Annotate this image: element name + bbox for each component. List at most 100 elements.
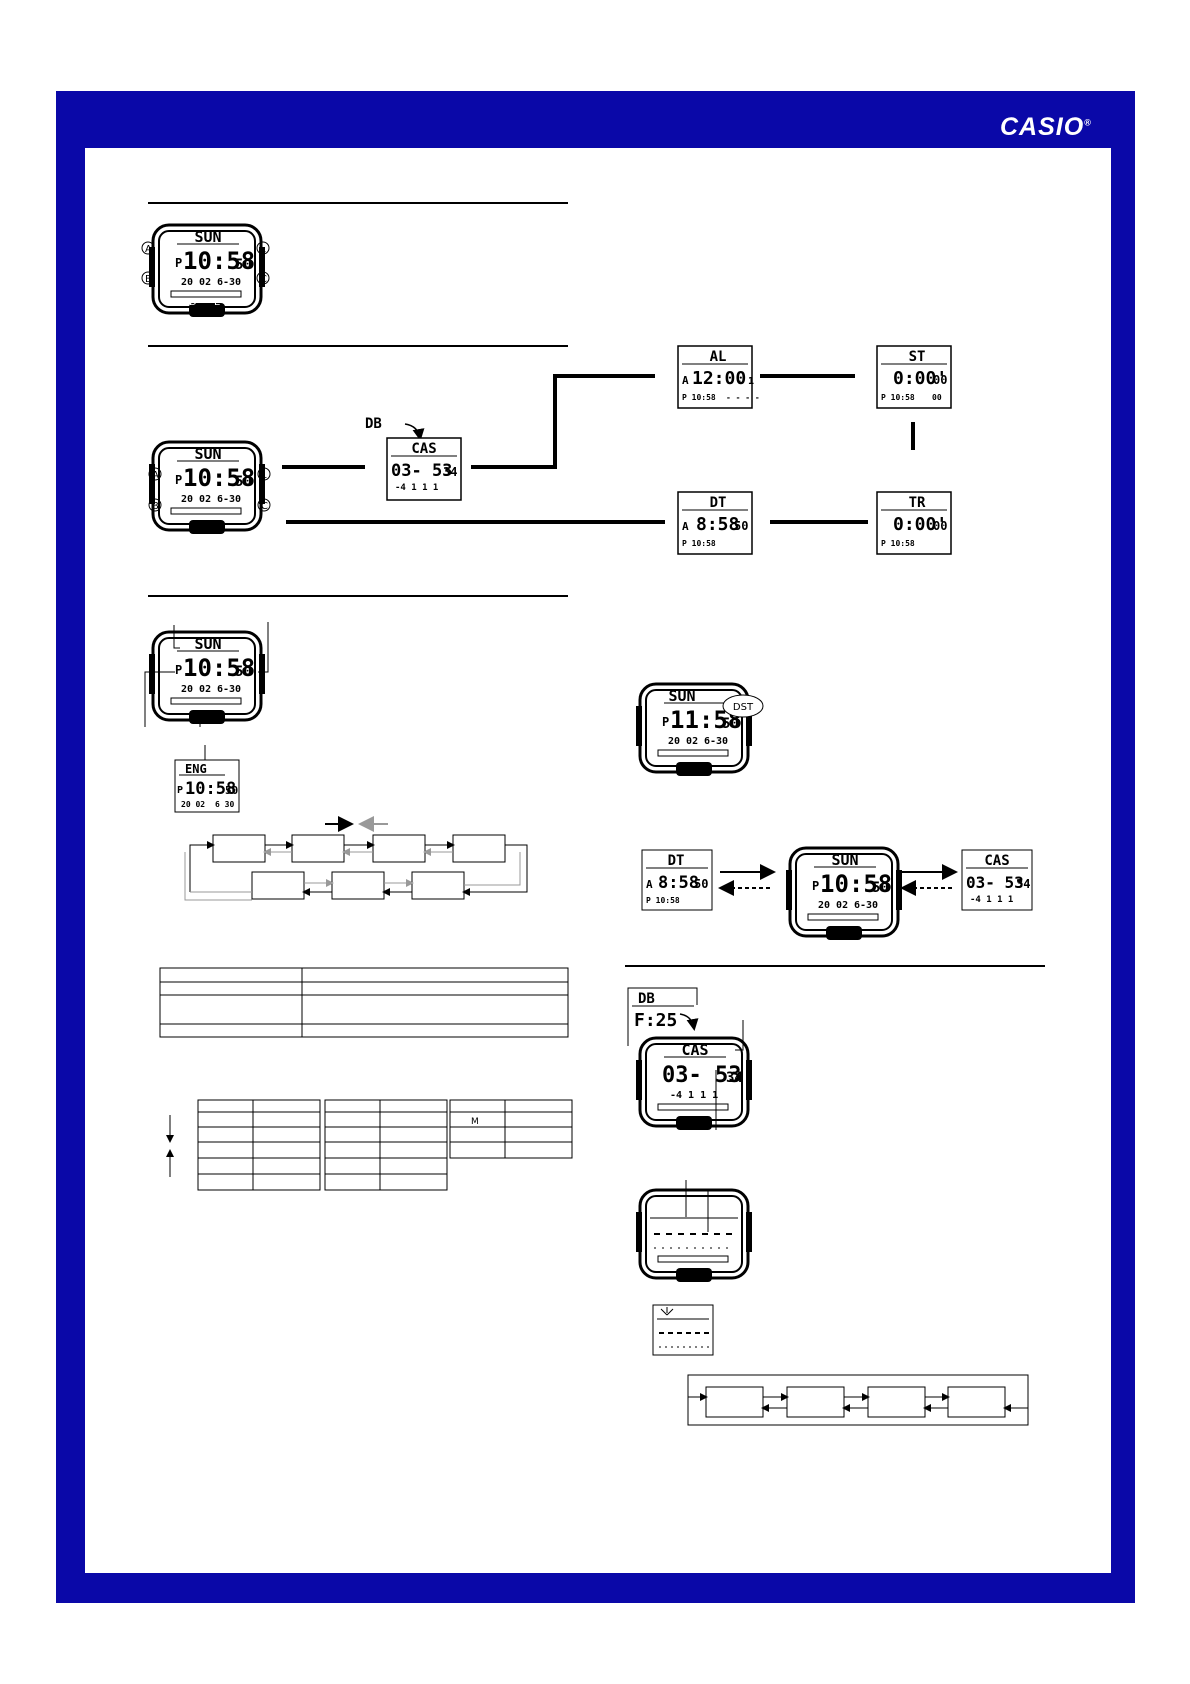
button-b-label: B: [145, 274, 152, 285]
watch-blank-display: [634, 1188, 754, 1284]
svg-text:-4 1 1 1: -4 1 1 1: [395, 483, 438, 493]
svg-text:34: 34: [726, 1070, 743, 1086]
button-a-label: A: [145, 244, 152, 255]
svg-text:P 10:58: P 10:58: [682, 539, 716, 548]
svg-text:SUN: SUN: [194, 445, 221, 463]
svg-text:B: B: [152, 501, 159, 512]
svg-text:DT: DT: [668, 853, 685, 869]
section-rule-2: [148, 345, 568, 347]
svg-text:03- 53: 03- 53: [966, 873, 1024, 892]
casio-logo: CASIO®: [1000, 113, 1092, 141]
button-labels-s2: A B L C: [148, 467, 271, 512]
section-rule-1: [148, 202, 568, 204]
svg-text:P 10:58: P 10:58: [682, 393, 716, 402]
section-rule-4: [625, 965, 1045, 967]
svg-text:50: 50: [225, 784, 238, 797]
data-bank-label: DB: [365, 416, 382, 432]
watch-day: SUN: [194, 228, 221, 246]
svg-text:C: C: [261, 501, 268, 512]
setting-sequence-flow: [184, 816, 528, 901]
svg-text:A: A: [152, 470, 159, 481]
svg-text:10:58: 10:58: [183, 654, 255, 682]
svg-text:DB: DB: [638, 991, 655, 1007]
svg-text:P: P: [812, 879, 819, 893]
svg-text:P 10:58: P 10:58: [881, 539, 915, 548]
callout-lines-blank: [685, 1180, 709, 1232]
svg-text:20 02: 20 02: [818, 900, 848, 911]
svg-text:DT: DT: [710, 495, 727, 511]
svg-text:SUN: SUN: [831, 851, 858, 869]
dst-badge-text: DST: [733, 702, 754, 713]
svg-text:P: P: [177, 785, 183, 796]
city-code-tables: [166, 1099, 573, 1191]
dashed-arrows: [718, 864, 958, 896]
button-l-label: L: [260, 244, 266, 255]
svg-text:20 02: 20 02: [181, 684, 211, 695]
svg-text:50: 50: [734, 519, 748, 533]
callout-lines-s3: [144, 622, 269, 727]
watch-section4-cas: CAS 03- 53 34 -4 1 1 1: [634, 1036, 754, 1132]
svg-text:6-30: 6-30: [217, 494, 241, 505]
svg-text:00: 00: [932, 393, 942, 402]
svg-text:ENG: ENG: [185, 762, 207, 776]
svg-text:8:58: 8:58: [658, 873, 699, 893]
svg-text:P: P: [175, 473, 182, 487]
svg-text:SUN: SUN: [668, 687, 695, 705]
svg-text:6-30: 6-30: [704, 736, 728, 747]
svg-text:-4 1 1 1: -4 1 1 1: [670, 1090, 718, 1101]
mode-connectors: [282, 374, 915, 524]
svg-text:50: 50: [235, 474, 252, 490]
watch-dst: SUN P 11:58 50 20 02 6-30: [634, 682, 754, 778]
db-popup: DB F:25: [627, 987, 699, 1046]
svg-text:SUN: SUN: [194, 635, 221, 653]
section-rule-3: [148, 595, 568, 597]
watch-section2-main: SUN P 10:58 50 20 02 6-30: [147, 440, 267, 536]
watch-ampm: P: [175, 256, 182, 270]
svg-text:00: 00: [933, 519, 947, 533]
timer-screen: TR 0:00' 00 P 10:58: [876, 491, 952, 555]
stopwatch-screen: ST 0:00' 00 P 10:58 00: [876, 345, 952, 409]
svg-text:34: 34: [443, 465, 457, 479]
callout-lines-s4: [715, 1020, 744, 1130]
alarm-screen: AL A 12:00 - 1 P 10:58 - - - -: [677, 345, 760, 409]
svg-text:00: 00: [933, 373, 947, 387]
watch-seconds: 50: [235, 257, 252, 273]
table-marker: M: [471, 1117, 479, 1127]
cas-small-screen: CAS 03- 53 34 -4 1 1 1: [961, 849, 1033, 911]
svg-text:6 30: 6 30: [215, 800, 234, 809]
svg-text:0:00': 0:00': [893, 368, 947, 389]
svg-text:CAS: CAS: [681, 1041, 708, 1059]
svg-text:0:00': 0:00': [893, 514, 947, 535]
small-blank-screen: [652, 1304, 714, 1356]
dual-time-small-screen: DT A 8:58 50 P 10:58: [641, 849, 713, 911]
svg-text:50: 50: [872, 880, 889, 896]
svg-text:6-30: 6-30: [217, 684, 241, 695]
button-d-label: D: [189, 297, 197, 308]
svg-text:P 10:58: P 10:58: [881, 393, 915, 402]
button-c-label: C: [260, 274, 267, 285]
svg-text:P 10:58: P 10:58: [646, 896, 680, 905]
svg-text:50: 50: [694, 877, 708, 891]
svg-text:ST: ST: [909, 349, 926, 365]
dst-badge: [722, 694, 764, 718]
svg-text:L: L: [261, 470, 267, 481]
svg-text:CAS: CAS: [984, 853, 1009, 869]
button-e-label: E: [214, 297, 220, 308]
svg-text:20 02: 20 02: [181, 494, 211, 505]
watch-time: 10:58: [183, 247, 255, 275]
watch-section3: SUN P 10:58 50 20 02 6-30: [147, 630, 267, 726]
svg-text:50: 50: [722, 716, 739, 732]
cas-screen: CAS 03- 53 34 -4 1 1 1: [386, 437, 462, 501]
button-labels-s1: A B L C D E: [141, 241, 270, 308]
watch-section1: SUN P 10:58 50 20 02 6-30: [147, 223, 267, 319]
svg-text:12:00: 12:00: [692, 368, 746, 389]
dual-time-screen: DT A 8:58 50 P 10:58: [677, 491, 753, 555]
svg-text:10:58: 10:58: [185, 779, 236, 799]
svg-text:6-30: 6-30: [854, 900, 878, 911]
svg-text:A: A: [682, 520, 689, 533]
svg-text:10:58: 10:58: [183, 464, 255, 492]
city-setting-screen: ENG P 10:58 50 20 02 6 30: [174, 759, 240, 813]
watch-center: SUN P 10:58 50 20 02 6-30: [784, 846, 904, 942]
svg-text:03- 53: 03- 53: [662, 1063, 741, 1088]
